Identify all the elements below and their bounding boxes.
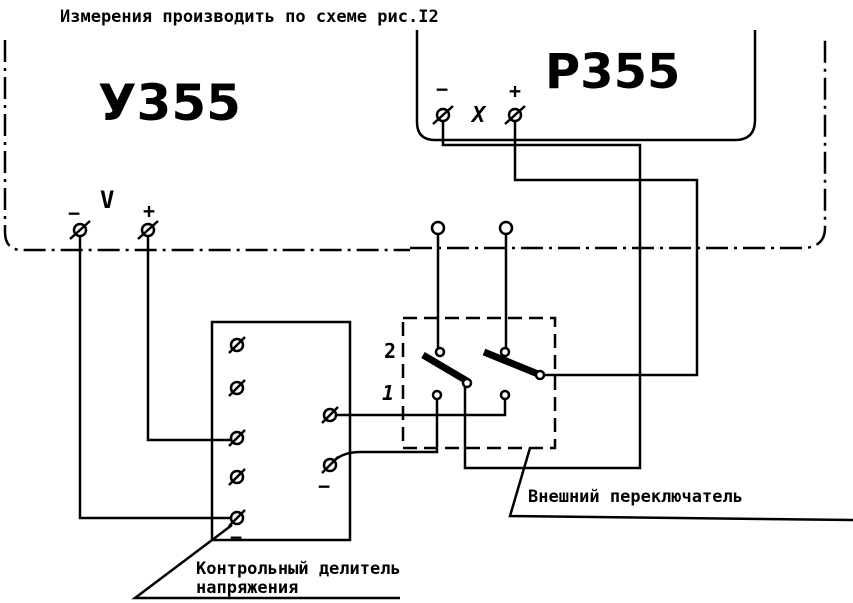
terminal bbox=[228, 429, 246, 447]
terminal bbox=[228, 509, 246, 527]
terminal bbox=[228, 336, 246, 354]
terminal bbox=[321, 456, 339, 474]
divider-label-line1: Контрольный делитель bbox=[196, 559, 401, 579]
u355-outline-right bbox=[410, 40, 827, 250]
external-switch-box bbox=[401, 316, 557, 450]
p355-minus-sign: − bbox=[436, 77, 448, 101]
terminal bbox=[432, 105, 454, 125]
wires bbox=[78, 115, 699, 520]
u355-outline bbox=[3, 40, 410, 252]
u355-v-label: V bbox=[100, 186, 114, 214]
terminal bbox=[321, 406, 339, 424]
terminal bbox=[228, 379, 246, 397]
divider-minus-bottom: − bbox=[230, 525, 242, 549]
device-terminals bbox=[69, 105, 526, 240]
divider-leader-line bbox=[131, 524, 400, 600]
switch-contacts bbox=[430, 220, 514, 401]
voltage-divider-box bbox=[210, 320, 352, 542]
terminal bbox=[69, 220, 91, 240]
switch-blades bbox=[421, 348, 546, 389]
p355-plus-sign: + bbox=[509, 79, 521, 103]
u355-plus-sign: + bbox=[143, 199, 155, 223]
p355-x-label: X bbox=[470, 103, 487, 128]
divider-minus-right: − bbox=[318, 474, 330, 498]
u355-label: У355 bbox=[98, 74, 241, 132]
switch-position-2: 2 bbox=[384, 339, 396, 363]
divider-label-line2: напряжения bbox=[196, 578, 298, 598]
switch-leader-line bbox=[508, 447, 853, 522]
diagram-caption: Измерения производить по схеме рис.I2 bbox=[60, 7, 439, 27]
terminal bbox=[137, 220, 159, 240]
terminal bbox=[228, 468, 246, 486]
terminal bbox=[504, 105, 526, 125]
p355-outline bbox=[415, 30, 757, 142]
switch-position-1: 1 bbox=[382, 381, 394, 405]
p355-label: Р355 bbox=[545, 44, 680, 100]
u355-minus-sign: − bbox=[68, 201, 80, 225]
switch-label: Внешний переключатель bbox=[528, 487, 743, 507]
divider-terminals bbox=[228, 336, 339, 527]
